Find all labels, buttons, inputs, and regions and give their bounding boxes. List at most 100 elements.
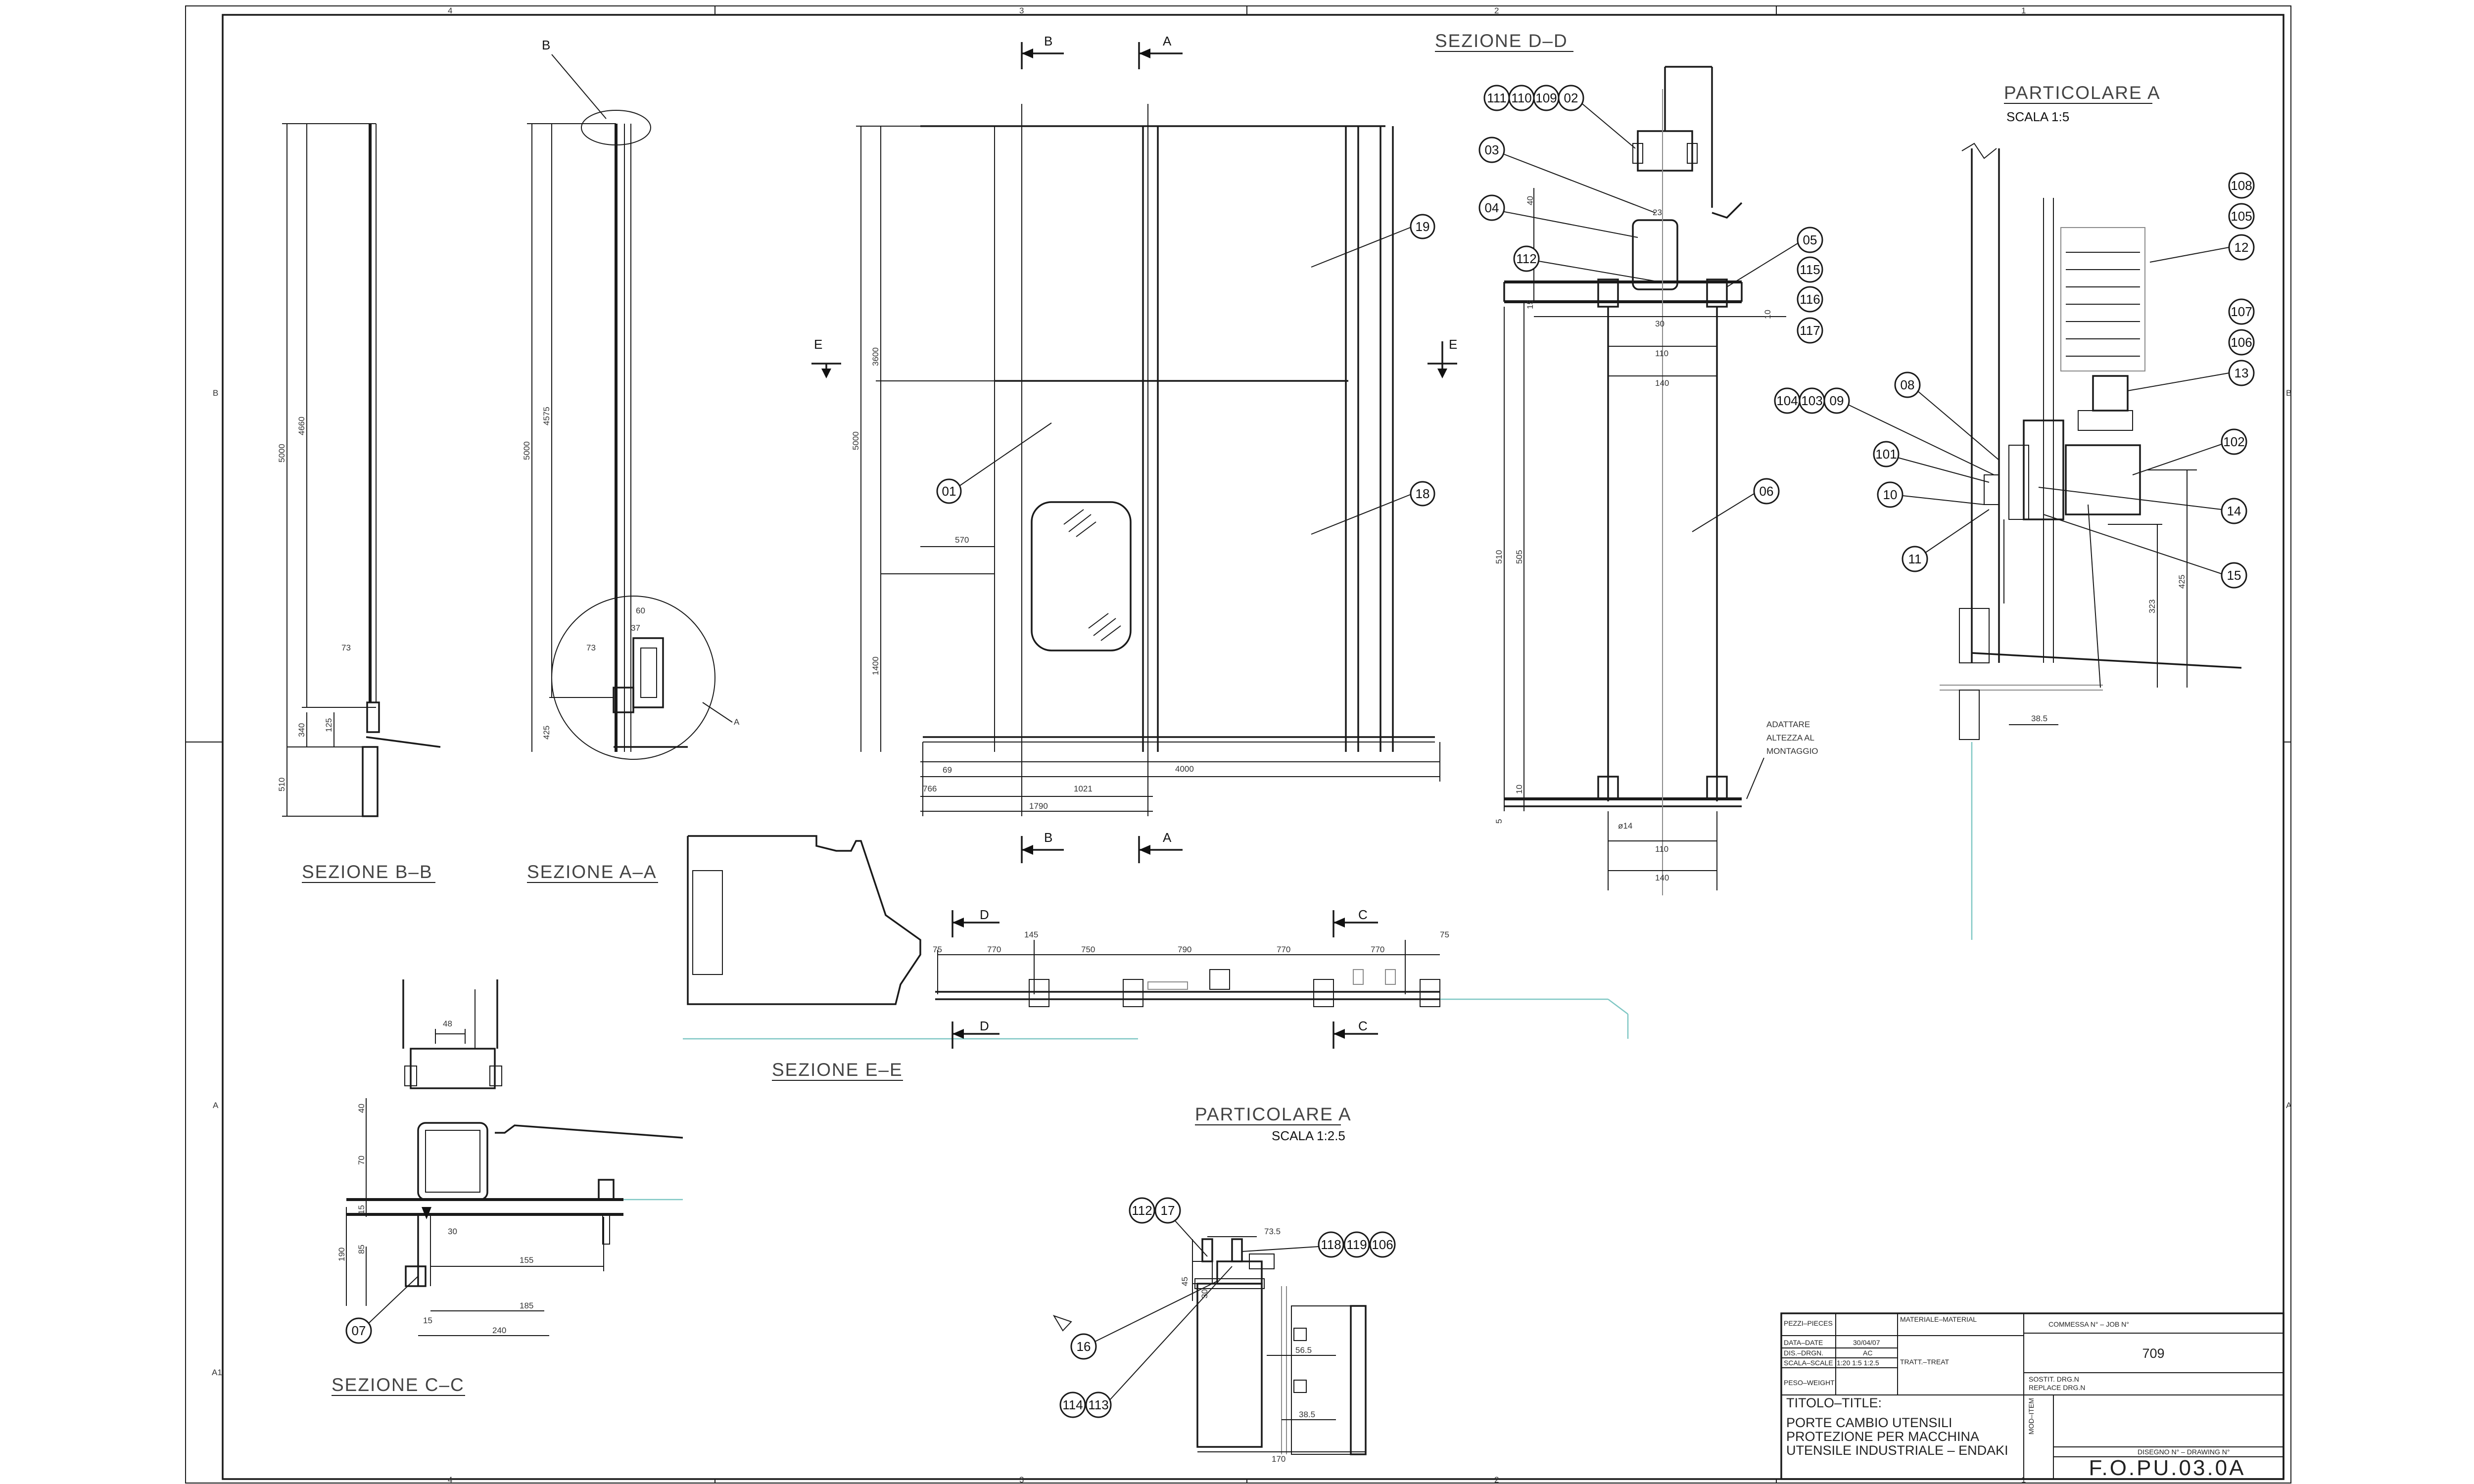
- dim-part-a-top-38-5: 38.5: [2031, 714, 2047, 723]
- tb-title-line-3: UTENSILE INDUSTRIALE – ENDAKI: [1786, 1443, 2008, 1458]
- dim-ee-75-left: 75: [933, 945, 942, 954]
- tb-materiale-label: MATERIALE–MATERIAL: [1900, 1315, 1977, 1323]
- tb-data-value: 30/04/07: [1853, 1339, 1880, 1346]
- balloon-09: 09: [1830, 393, 1844, 408]
- dim-front-1790: 1790: [1029, 801, 1048, 811]
- tb-title-line-1: PORTE CAMBIO UTENSILI: [1786, 1415, 1952, 1430]
- note-adattare-2: ALTEZZA AL: [1766, 733, 1814, 742]
- side-sheet-note: A1: [212, 1368, 222, 1377]
- balloon-104: 104: [1776, 393, 1798, 408]
- balloon-14: 14: [2227, 504, 2241, 518]
- dim-part-a-bottom-73-5: 73.5: [1264, 1227, 1281, 1236]
- section-label-part-a-bottom: PARTICOLARE A: [1195, 1104, 1352, 1124]
- tb-pezzi-label: PEZZI–PIECES: [1784, 1319, 1833, 1327]
- balloon-109: 109: [1535, 91, 1557, 105]
- grid-label-top-4: 4: [448, 6, 452, 15]
- cut-label-b-detail: B: [542, 38, 550, 52]
- balloon-18: 18: [1416, 486, 1430, 501]
- dim-aa-73: 73: [586, 643, 596, 652]
- view-sezione-bb: 5000 4660 73 340 125 510 SEZIONE B–B: [277, 123, 441, 883]
- balloon-101: 101: [1875, 447, 1897, 462]
- dim-part-a-bottom-56-5: 56.5: [1295, 1345, 1312, 1355]
- tb-disegno-label: DISEGNO N° – DRAWING N°: [2138, 1448, 2230, 1456]
- dim-dd-505: 505: [1515, 550, 1524, 564]
- view-sezione-dd: SEZIONE D–D 40 23 70 15: [1435, 31, 1823, 895]
- dim-cc-15-bottom: 15: [423, 1316, 432, 1325]
- dim-aa-60: 60: [636, 606, 645, 615]
- dim-part-a-bottom-45: 45: [1180, 1277, 1189, 1286]
- dim-dd-15: 15: [1525, 300, 1535, 309]
- dim-bb-5000: 5000: [277, 444, 286, 463]
- dim-ee-790: 790: [1178, 945, 1191, 954]
- dim-front-69: 69: [943, 765, 952, 775]
- dim-part-a-top-323: 323: [2147, 600, 2157, 613]
- grid-label-side-a: A: [213, 1101, 219, 1110]
- dim-front-766: 766: [923, 784, 937, 793]
- balloon-119: 119: [1346, 1237, 1367, 1252]
- note-adattare-3: MONTAGGIO: [1766, 746, 1818, 756]
- label-a-leader: A: [734, 717, 740, 727]
- view-sezione-cc: 48 40 70 15 30 190 85 155 185 15 240 07 …: [332, 979, 683, 1396]
- grid-label-side-b: B: [213, 388, 218, 398]
- dim-aa-425: 425: [542, 726, 551, 740]
- view-particolare-a-top: PARTICOLARE A SCALA 1:5: [1774, 83, 2255, 940]
- balloon-04: 04: [1485, 200, 1499, 215]
- balloon-group-dd: 111 110 109 02 03 04 112 05 115 116: [1478, 85, 1823, 532]
- tb-replace-label: REPLACE DRG.N: [2029, 1384, 2085, 1391]
- dim-dd-510: 510: [1494, 550, 1504, 564]
- dim-cc-40: 40: [357, 1104, 366, 1113]
- sheet-frame: 4 3 2 1 4 3 2 1 B A B A A1: [185, 5, 2292, 1484]
- dim-front-3600: 3600: [871, 347, 880, 366]
- dim-dd-110-bottom: 110: [1655, 844, 1668, 854]
- balloon-113: 113: [1088, 1397, 1108, 1412]
- dim-bb-340: 340: [297, 723, 306, 737]
- dim-dd-40: 40: [1525, 196, 1535, 205]
- cut-marker-c-top: C: [1358, 907, 1368, 922]
- dim-ee-75-right: 75: [1440, 930, 1449, 939]
- balloon-12: 12: [2235, 240, 2249, 255]
- view-sezione-ee: 75 770 145 750 790 770 770 75 D D C C SE…: [683, 835, 1629, 1081]
- tb-sostit-label: SOSTIT. DRG.N: [2029, 1375, 2079, 1383]
- dim-dd-10-bottom: 10: [1515, 785, 1524, 794]
- tb-title-line-2: PROTEZIONE PER MACCHINA: [1786, 1429, 1979, 1444]
- dim-part-a-bottom-30: 30: [1200, 1289, 1209, 1298]
- balloon-17: 17: [1161, 1203, 1175, 1218]
- section-label-ee: SEZIONE E–E: [772, 1060, 903, 1080]
- balloon-11: 11: [1908, 552, 1922, 566]
- dim-aa-5000: 5000: [522, 441, 531, 460]
- balloon-02: 02: [1564, 91, 1578, 105]
- scale-part-a-top: SCALA 1:5: [2006, 109, 2069, 124]
- view-sezione-aa: B A 5000 4575 60 37 73 425 SEZIONE A–A: [522, 38, 740, 883]
- dim-bb-4660: 4660: [297, 417, 306, 435]
- dim-bb-73: 73: [341, 643, 351, 652]
- dim-cc-155: 155: [520, 1255, 533, 1265]
- scale-part-a-bottom: SCALA 1:2.5: [1272, 1128, 1345, 1143]
- dim-cc-85: 85: [357, 1245, 366, 1254]
- balloon-114: 114: [1062, 1397, 1083, 1412]
- dim-dd-23: 23: [1653, 208, 1662, 217]
- balloon-13: 13: [2235, 366, 2249, 380]
- dim-cc-15-top: 15: [357, 1205, 366, 1214]
- tb-dis-value: AC: [1863, 1349, 1872, 1357]
- section-label-bb: SEZIONE B–B: [302, 862, 433, 882]
- dim-aa-37: 37: [631, 623, 640, 633]
- tb-scala-label: SCALA–SCALE: [1784, 1359, 1833, 1367]
- dim-bb-510: 510: [277, 778, 286, 791]
- grid-label-right-b: B: [2286, 388, 2291, 398]
- section-label-aa: SEZIONE A–A: [527, 862, 657, 882]
- section-label-cc: SEZIONE C–C: [332, 1375, 465, 1395]
- cut-marker-c-bottom: C: [1358, 1019, 1368, 1033]
- balloon-117: 117: [1800, 323, 1820, 338]
- dim-aa-4575: 4575: [542, 407, 551, 425]
- balloon-110: 110: [1511, 91, 1531, 105]
- balloon-105: 105: [2231, 209, 2252, 224]
- tb-drawing-number: F.O.PU.03.0A: [2089, 1456, 2245, 1480]
- balloon-115: 115: [1800, 262, 1820, 277]
- cut-marker-b-top: B: [1044, 34, 1052, 48]
- tb-peso-label: PESO–WEIGHT: [1784, 1379, 1835, 1387]
- dim-front-5000: 5000: [851, 431, 860, 450]
- grid-label-top-2: 2: [1494, 6, 1499, 15]
- balloon-107: 107: [2231, 304, 2252, 319]
- balloon-15: 15: [2227, 568, 2241, 583]
- cut-marker-e-right: E: [1449, 337, 1457, 352]
